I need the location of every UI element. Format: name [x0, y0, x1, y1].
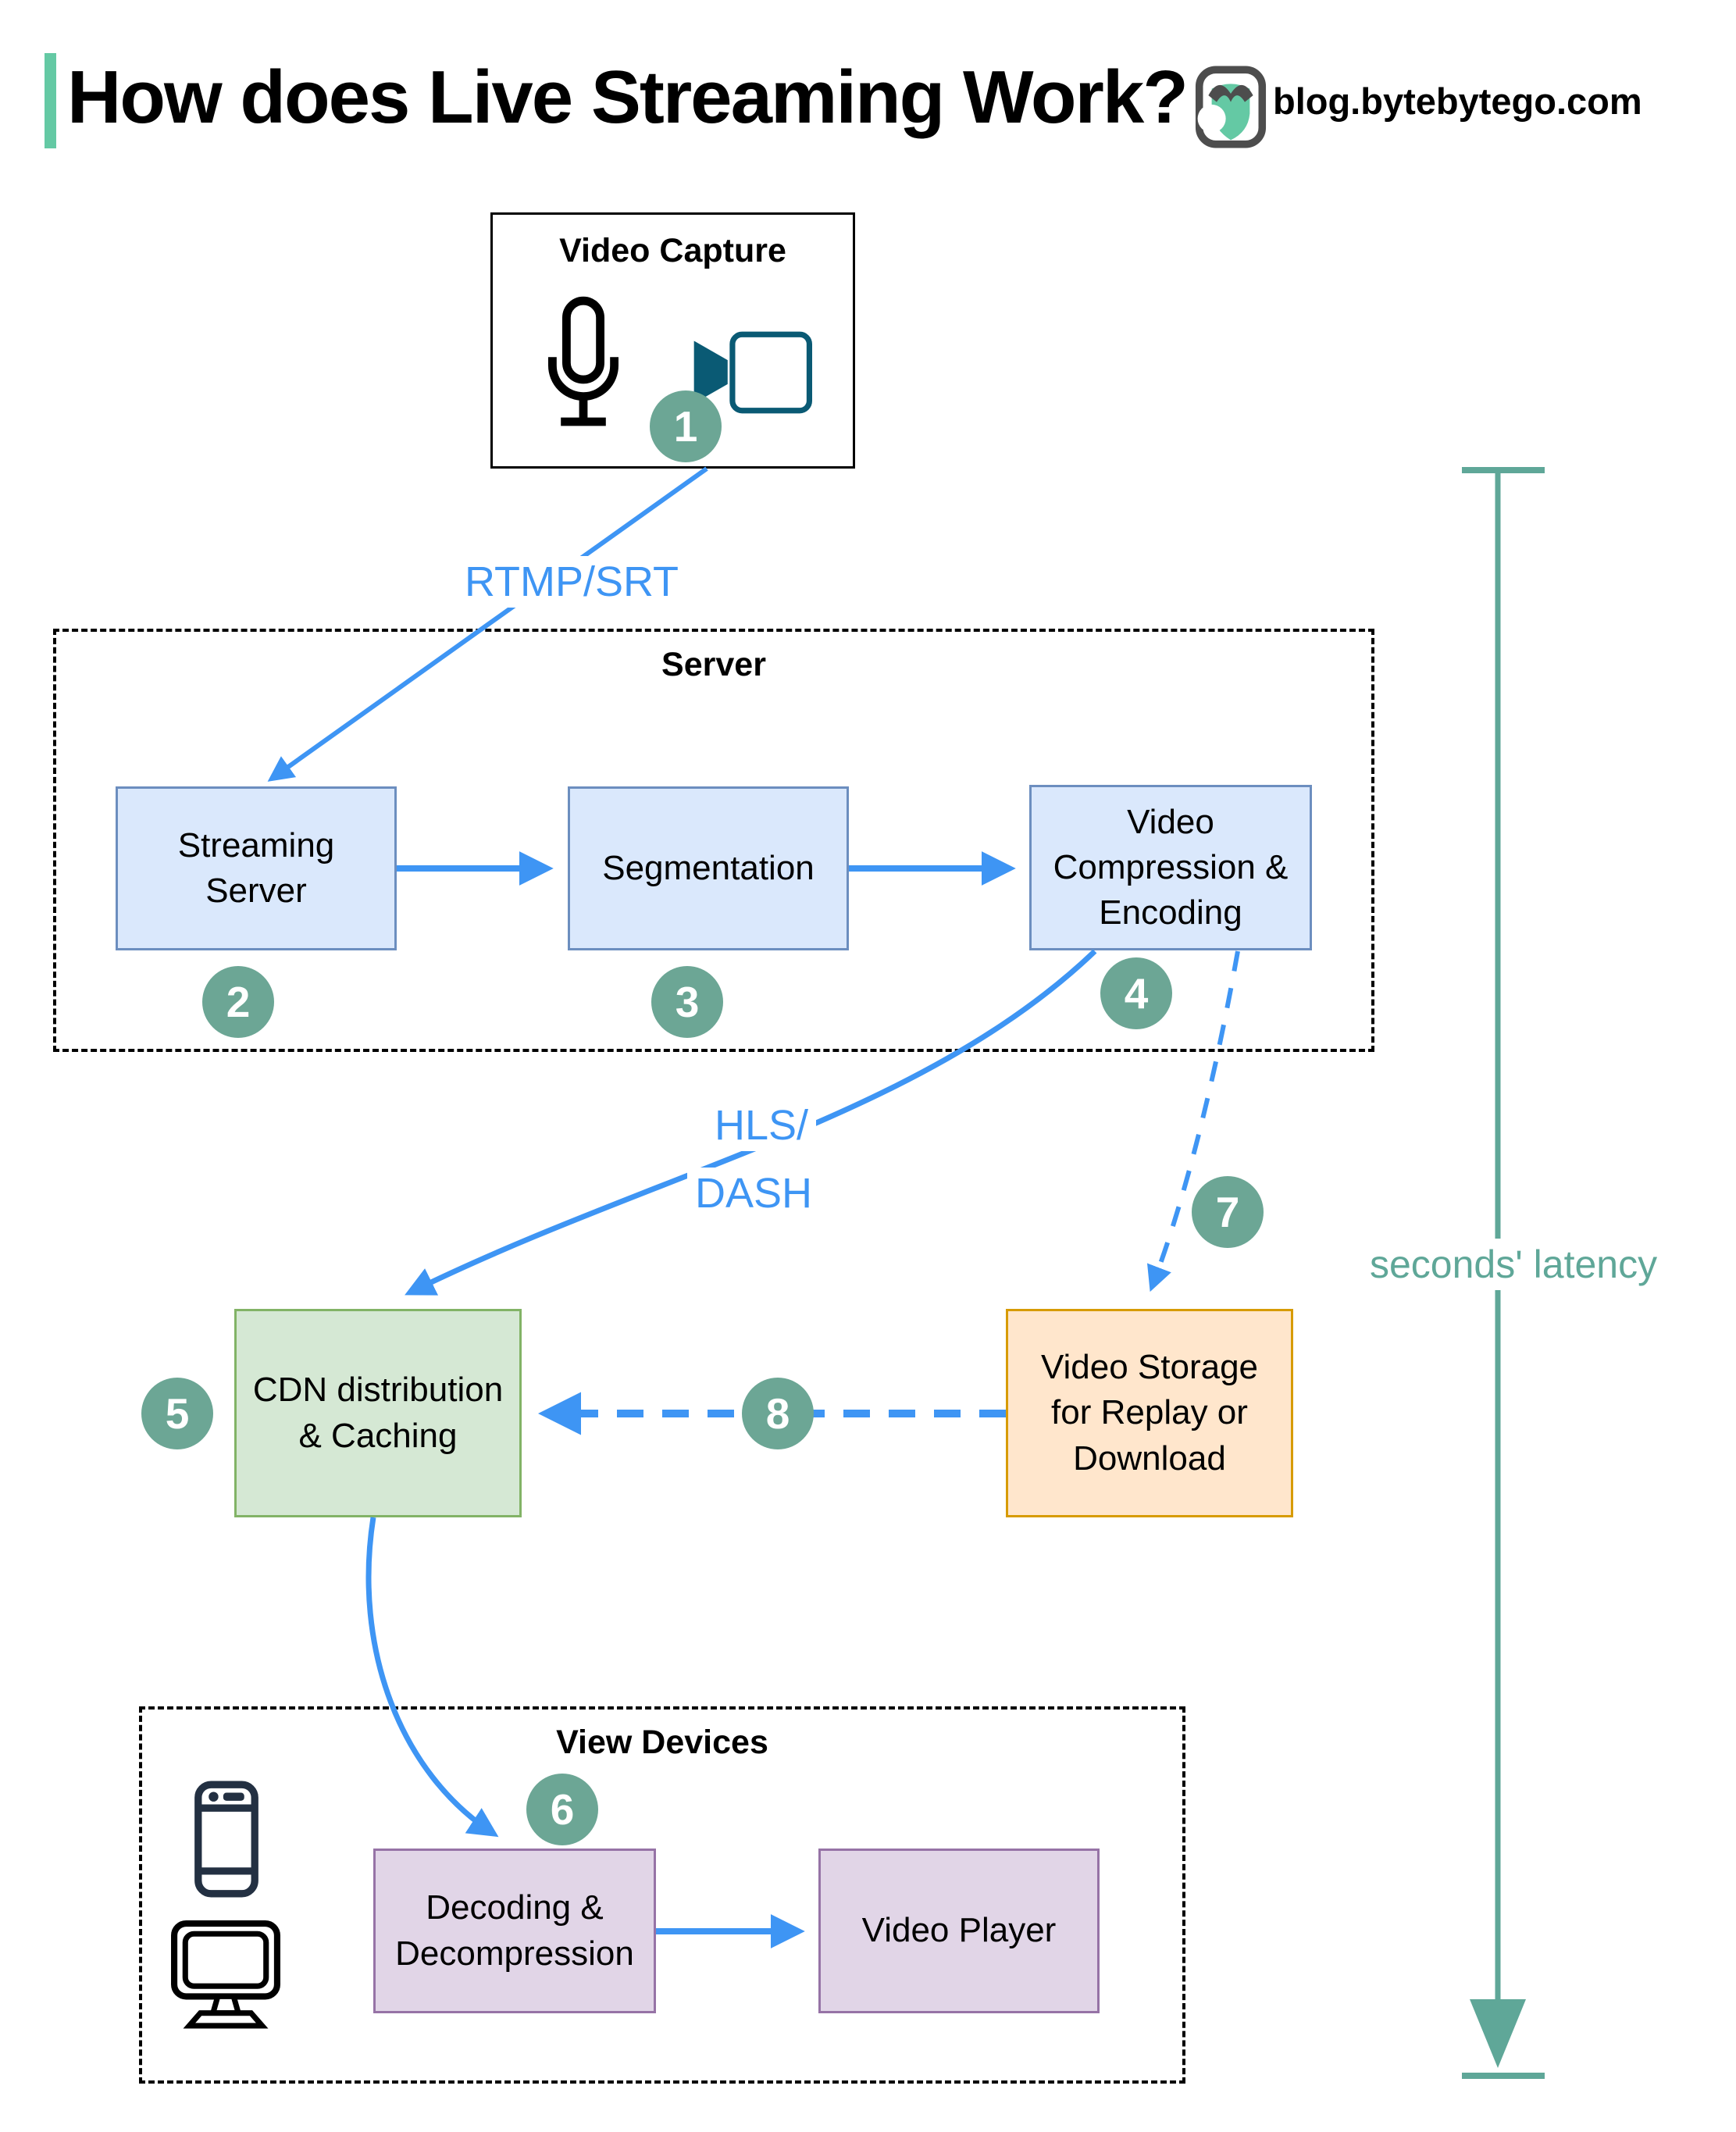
monitor-icon	[170, 1920, 281, 2034]
step-2-badge: 2	[202, 966, 274, 1038]
node-video-player-label: Video Player	[861, 1911, 1057, 1950]
smartphone-icon	[194, 1781, 259, 1902]
step-1-badge: 1	[650, 390, 722, 462]
node-video-compression: Video Compression & Encoding	[1029, 785, 1312, 950]
server-group-label: Server	[661, 646, 766, 683]
node-streaming-server-label: Streaming Server	[177, 825, 335, 910]
edge-label-hls-line1: HLS/	[707, 1100, 817, 1151]
step-4-badge: 4	[1100, 957, 1172, 1029]
node-video-player: Video Player	[818, 1849, 1100, 2013]
node-streaming-server: Streaming Server	[116, 786, 397, 950]
view-devices-group: View Devices	[139, 1706, 1185, 2084]
site-url: blog.bytebytego.com	[1273, 80, 1642, 122]
step-3-badge: 3	[651, 966, 723, 1038]
node-cdn: CDN distribution & Caching	[234, 1309, 522, 1517]
node-segmentation: Segmentation	[568, 786, 849, 950]
step-7-badge: 7	[1192, 1176, 1264, 1248]
node-decoding-label: Decoding & Decompression	[395, 1888, 634, 1973]
step-6-badge: 6	[526, 1774, 598, 1845]
node-video-storage-label: Video Storage for Replay or Download	[1040, 1348, 1259, 1478]
edge-label-rtmp: RTMP/SRT	[457, 556, 687, 608]
node-segmentation-label: Segmentation	[602, 848, 815, 887]
bytebytego-logo-icon	[1193, 66, 1268, 152]
node-video-compression-label: Video Compression & Encoding	[1053, 802, 1289, 932]
step-5-badge: 5	[141, 1378, 213, 1449]
edge-label-hls-line2: DASH	[687, 1168, 821, 1219]
node-video-storage: Video Storage for Replay or Download	[1006, 1309, 1293, 1517]
page-title: How does Live Streaming Work?	[67, 55, 1189, 139]
view-devices-group-label: View Devices	[556, 1724, 768, 1761]
latency-label: seconds' latency	[1360, 1239, 1667, 1290]
video-camera-icon	[684, 326, 817, 422]
node-video-capture-label: Video Capture	[559, 232, 786, 269]
title-accent-bar	[45, 53, 56, 148]
microphone-icon	[540, 295, 626, 440]
step-8-badge: 8	[742, 1378, 814, 1449]
node-cdn-label: CDN distribution & Caching	[252, 1371, 504, 1455]
node-decoding: Decoding & Decompression	[373, 1849, 656, 2013]
